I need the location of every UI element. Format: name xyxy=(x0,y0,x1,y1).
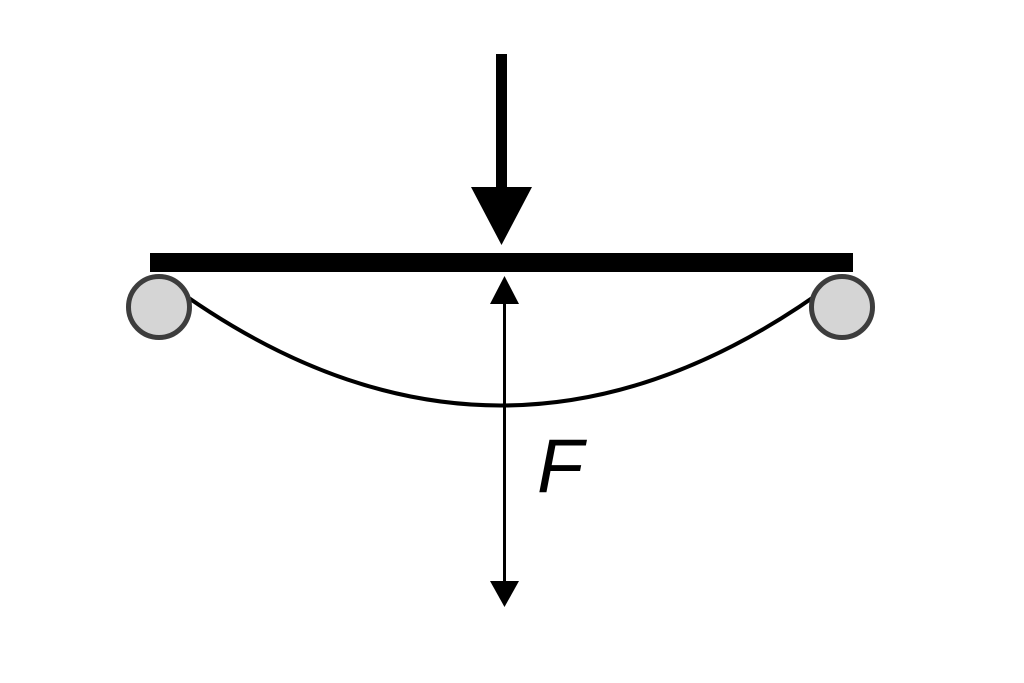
deflection-curve xyxy=(163,279,838,408)
applied-load-arrow xyxy=(471,54,532,245)
force-label: F xyxy=(537,424,587,509)
deflection-force-arrow xyxy=(490,276,519,607)
support-roller-left xyxy=(126,274,192,340)
support-roller-right xyxy=(809,274,875,340)
specimen-beam xyxy=(150,253,853,272)
force-arrow-up-head xyxy=(490,276,519,304)
force-arrow-down-head xyxy=(490,581,519,607)
